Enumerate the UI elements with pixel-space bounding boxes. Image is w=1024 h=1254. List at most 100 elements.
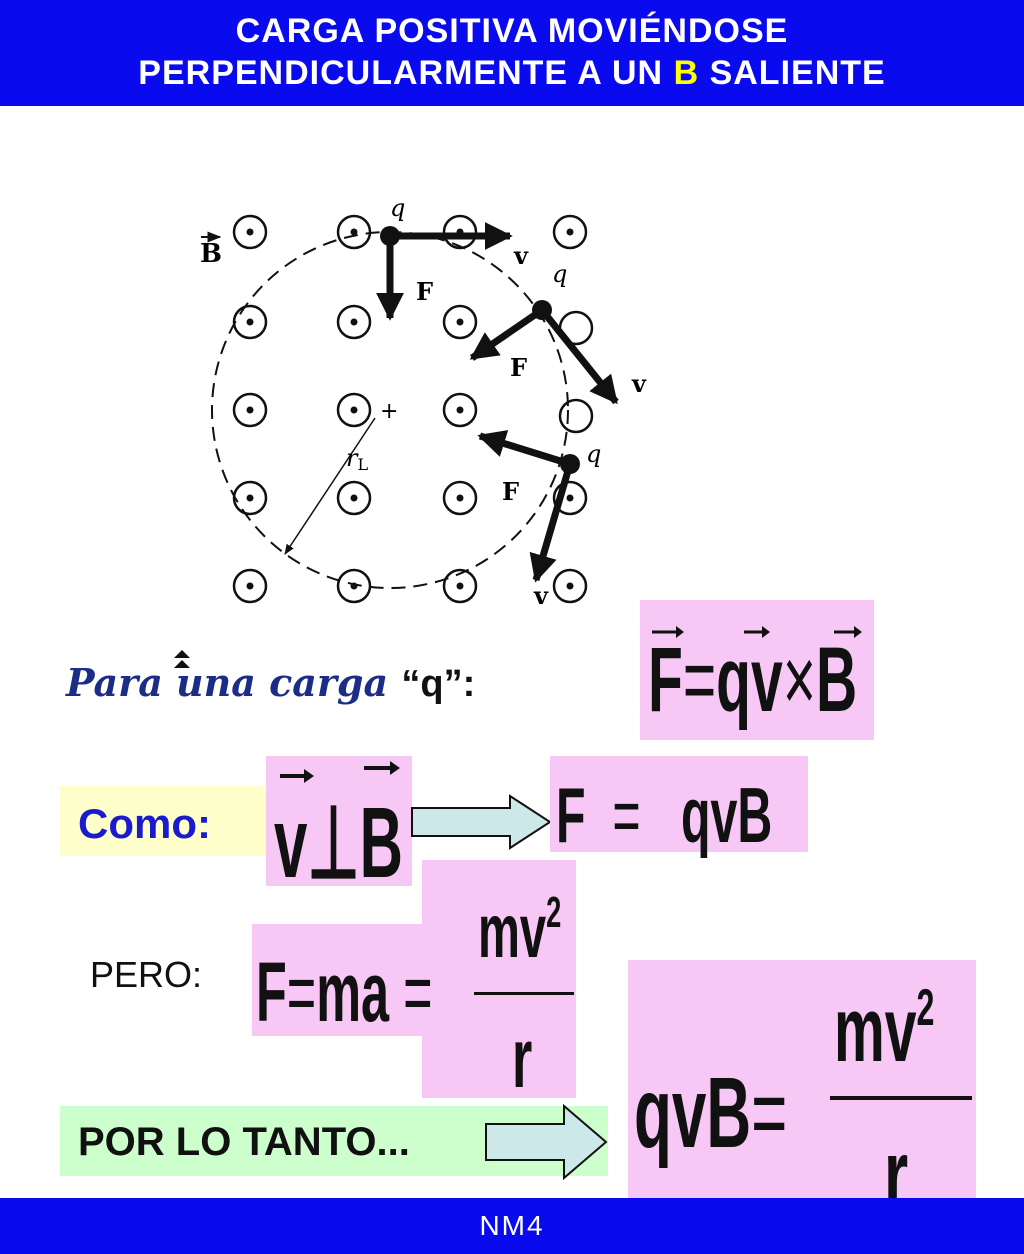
formula-f: F [256,945,287,1039]
field-dot-ring [336,304,372,340]
radius-label-r: r [346,444,359,472]
formula-b: B [816,629,858,731]
footer-label: NM4 [479,1210,545,1241]
pero-label: PERO: [90,954,203,995]
newton-formula-lhs: F=ma = [256,944,433,1041]
field-dot-ring [442,214,478,250]
field-dot-ring [336,214,372,250]
final-fraction-numerator: mv2 [834,978,934,1083]
field-dot-ring [232,392,268,428]
formula-mv: mv [834,979,917,1081]
lorentz-formula-box [640,600,874,740]
caret-up-icon [174,650,190,668]
circular-motion-diagram: B q q q F F F v v v rL + [200,194,647,610]
lorentz-formula: F=qv×B [648,628,857,733]
velocity-arrow-2 [539,307,619,405]
title-highlight-b: B [673,54,700,92]
charge-label-2: q [552,260,567,288]
field-dot-center [350,494,358,502]
field-dot-center [350,228,358,236]
center-mark: + [380,399,398,424]
perp-b: B [359,787,403,899]
formula-r: r [512,1011,533,1105]
formula-f: F [556,771,586,859]
newton-formula-box-right [422,860,576,1098]
formula-qv: qv [716,629,783,731]
field-dot-ring [552,214,588,250]
formula-exponent: 2 [916,979,935,1037]
field-dot-ring [442,304,478,340]
final-fraction-bar [830,1096,972,1100]
field-dot-ring [442,568,478,604]
field-dot-center [456,406,464,414]
field-dot-center [456,494,464,502]
charge-3 [560,454,580,474]
velocity-label-3: v [533,581,549,610]
title-line-2-start: PERPENDICULARMENTE A UN [138,54,674,92]
force-label-2: F [510,353,527,382]
formula-equals: = [403,945,433,1039]
velocity-label-2: v [631,369,647,398]
charge-label-1: q [390,194,405,222]
field-dot-ring [232,480,268,516]
perpendicular-relation: v⊥B [274,784,403,901]
formula-equals: = [286,945,317,1039]
velocity-label-1: v [513,241,529,270]
newton-fraction-bar [474,992,574,995]
force-arrow-3 [477,430,572,468]
charge-intro-quote: “q”: [401,663,476,705]
field-dot-center [350,318,358,326]
force-label-3: F [502,477,519,506]
field-dot-center [566,228,574,236]
field-dot-center [246,318,254,326]
perp-symbol: ⊥ [307,787,360,899]
title-line-2-end: SALIENTE [699,54,886,92]
field-dot-ring [232,568,268,604]
field-dot-center [246,494,254,502]
perp-v: v [274,787,308,899]
title-banner: CARGA POSITIVA MOVIÉNDOSE PERPENDICULARM… [0,0,1024,106]
radius-label: rL [346,444,368,474]
conclusion-arrow [485,1104,608,1180]
field-dot-center [350,406,358,414]
formula-equals: = [682,629,717,731]
radius-label-subscript: L [357,455,368,474]
vector-arrows [652,626,862,638]
formula-equals: = [612,771,641,859]
final-formula-box [628,960,976,1200]
formula-ma: ma [316,945,390,1039]
formula-exponent: 2 [546,888,562,937]
formula-f: F [648,629,683,731]
velocity-arrow-3 [529,463,574,583]
final-formula-lhs: qvB= [634,1056,787,1171]
como-label: Como: [78,800,211,847]
magnitude-formula-box [550,756,808,852]
field-dot-center [246,582,254,590]
formula-qvb: qvB [634,1057,752,1169]
field-dot-ring [336,392,372,428]
force-label-1: F [416,277,433,306]
field-dot-center [456,582,464,590]
charge-label-3: q [586,440,601,468]
formula-mv: mv [478,889,547,974]
newton-fraction-numerator: mv2 [478,888,561,975]
radius-line [284,417,376,555]
charge-intro-text: Para una carga “q”: [66,660,475,706]
charge-2 [532,300,552,320]
field-dot-center [566,582,574,590]
como-label-box [60,786,270,856]
field-dot-center [566,494,574,502]
field-dot-ring [442,392,478,428]
magnitude-formula: F = qvB [556,770,772,861]
field-dot-ring [442,480,478,516]
vector-arrows [280,761,400,783]
field-dot-center [246,228,254,236]
charge-1 [380,226,400,246]
force-arrow-2 [469,307,544,361]
field-dot-ring [552,568,588,604]
field-dot-ring [232,214,268,250]
field-dot-ring [336,480,372,516]
charge-intro-label: Para una carga [66,660,402,705]
footer-banner: NM4 [0,1198,1024,1254]
title-line-2: PERPENDICULARMENTE A UN B SALIENTE [0,52,1024,94]
